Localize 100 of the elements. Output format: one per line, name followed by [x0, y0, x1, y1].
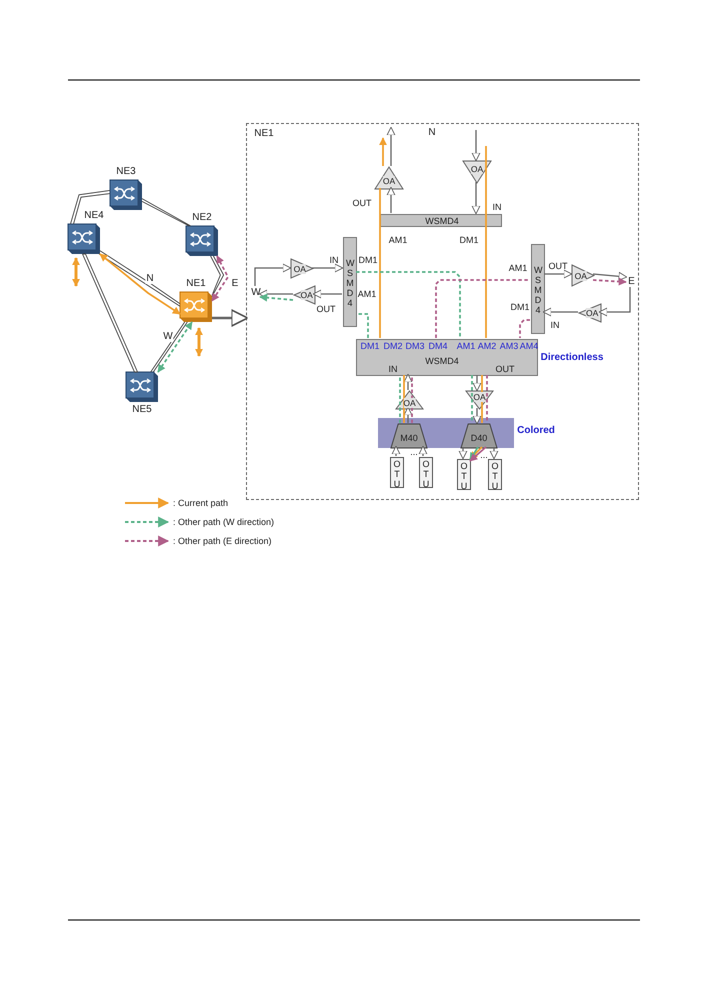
hollow-arrow	[472, 130, 480, 162]
amplifier-triangle	[579, 304, 601, 322]
port-label: AM3	[500, 341, 518, 351]
amplifier-triangle	[375, 167, 403, 189]
fiber-link-line	[142, 198, 192, 226]
edge-label: W	[162, 332, 174, 342]
port-label: OUT	[548, 261, 568, 271]
port-label: IN	[330, 255, 338, 265]
edge-label: E	[230, 279, 240, 289]
hollow-arrow	[254, 264, 292, 286]
wsmd-board	[380, 214, 502, 227]
amplifier-triangle	[572, 265, 594, 286]
board-label: W S M D 4	[534, 265, 542, 315]
transponder-board	[457, 459, 471, 490]
hollow-arrow	[542, 308, 578, 316]
board-label: IN	[388, 364, 398, 374]
port-label: AM1	[358, 289, 376, 299]
fiber-link-line	[98, 250, 180, 307]
legend-label: : Other path (W direction)	[173, 517, 274, 527]
signal-path-line	[403, 375, 405, 423]
amplifier-label: OA	[382, 176, 396, 186]
board-label: WSMD4	[425, 216, 459, 226]
signal-path-line	[471, 375, 473, 423]
signal-path-arrow	[259, 294, 294, 302]
band-label: Colored	[517, 426, 555, 436]
hollow-arrow	[472, 182, 480, 214]
port-label: OUT	[352, 198, 372, 208]
board-label: O T U	[393, 458, 401, 488]
node-label: NE2	[192, 213, 212, 223]
amplifier-label: OA	[473, 392, 486, 402]
signal-path-line	[519, 319, 530, 338]
board-label: O T U	[422, 458, 430, 488]
port-label: DM2	[384, 341, 402, 351]
port-label: AM1	[508, 263, 528, 273]
hollow-arrow	[386, 126, 396, 166]
port-label: DM1	[510, 302, 530, 312]
node-label: NE3	[116, 167, 136, 177]
signal-path-arrow	[99, 253, 181, 315]
hollow-arrow	[592, 272, 628, 281]
amplifier-label: OA	[300, 290, 313, 300]
board-label: W S M D 4	[346, 258, 354, 308]
hollow-arrow	[392, 446, 400, 456]
edge-label: N	[145, 274, 155, 284]
board-label: OUT	[496, 364, 514, 374]
wsmd-board	[343, 237, 357, 327]
board-label: O T U	[491, 460, 499, 490]
signal-path-line	[356, 271, 461, 338]
fiber-link-line	[82, 254, 138, 372]
hollow-arrow	[490, 447, 498, 460]
signal-path-arrow	[469, 446, 487, 462]
hollow-arrow	[544, 270, 572, 278]
signal-path-line	[411, 375, 413, 423]
fiber-link-line	[210, 256, 224, 298]
board-label: O T U	[460, 460, 468, 490]
direction-label: W	[251, 287, 261, 299]
hollow-arrow	[258, 290, 293, 298]
amplifier-label: OA	[574, 270, 587, 280]
port-label: AM4	[520, 341, 538, 351]
amplifier-label: OA	[294, 264, 306, 274]
direction-label: N	[428, 128, 436, 138]
port-label: IN	[492, 202, 502, 212]
node-label: NE5	[132, 405, 152, 415]
amplifier-triangle	[463, 161, 491, 183]
amplifier-triangle	[291, 259, 313, 278]
board-caption: Directionless	[540, 353, 604, 363]
hollow-arrow	[404, 374, 412, 390]
block-arrow	[212, 309, 248, 327]
amplifier-triangle	[294, 286, 315, 304]
ellipsis-mark: ...	[480, 450, 488, 460]
wsmd-board	[531, 244, 545, 334]
hollow-arrow	[458, 447, 468, 460]
multiplexer-trapezoid	[461, 424, 497, 448]
transponder-board	[390, 457, 404, 488]
signal-path-arrow	[469, 446, 479, 461]
amplifier-label: OA	[586, 308, 598, 318]
port-label: AM2	[478, 341, 496, 351]
node-label: NE1	[186, 279, 206, 289]
port-label: DM1	[358, 255, 378, 265]
signal-path-arrow	[379, 137, 387, 166]
board-label: M40	[400, 433, 418, 443]
direction-label: E	[627, 276, 636, 288]
multiplexer-trapezoid	[391, 424, 427, 448]
port-label: AM1	[456, 341, 476, 351]
hollow-arrow	[404, 406, 412, 423]
port-label: DM1	[460, 235, 478, 245]
transponder-board	[419, 457, 433, 488]
signal-path-line	[379, 188, 381, 338]
board-label: WSMD4	[425, 356, 459, 366]
board-label: D40	[470, 433, 488, 443]
signal-path-line	[481, 375, 483, 423]
signal-path-line	[399, 375, 401, 423]
port-label: DM4	[428, 341, 448, 351]
hollow-arrow	[312, 290, 342, 298]
fiber-link-line	[150, 322, 188, 372]
signal-path-arrow	[211, 255, 230, 302]
port-label: AM1	[388, 235, 408, 245]
port-label: OUT	[316, 304, 336, 314]
port-label: DM1	[360, 341, 380, 351]
hollow-arrow	[472, 408, 482, 424]
node-label: NE4	[84, 211, 104, 221]
